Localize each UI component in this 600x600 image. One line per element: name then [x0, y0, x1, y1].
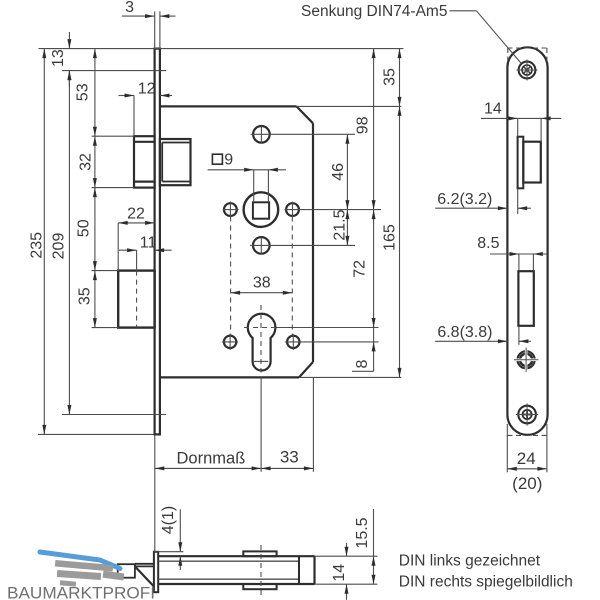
svg-text:209: 209 [50, 233, 67, 260]
svg-text:6.8(3.8): 6.8(3.8) [437, 324, 492, 341]
svg-text:6.2(3.2): 6.2(3.2) [437, 191, 492, 208]
svg-text:DIN links gezeichnet: DIN links gezeichnet [399, 553, 541, 570]
svg-text:22: 22 [127, 205, 145, 222]
svg-text:13: 13 [50, 49, 67, 67]
svg-text:9: 9 [224, 152, 233, 169]
svg-text:72: 72 [352, 260, 369, 278]
svg-text:53: 53 [75, 83, 92, 101]
svg-text:BAUMARKTPROFI: BAUMARKTPROFI [7, 584, 155, 600]
svg-text:50: 50 [76, 219, 93, 237]
svg-text:(20): (20) [512, 474, 542, 493]
svg-text:14: 14 [484, 101, 502, 118]
svg-text:12: 12 [138, 81, 156, 98]
svg-text:DIN rechts spiegelbildlich: DIN rechts spiegelbildlich [399, 574, 573, 591]
svg-text:38: 38 [253, 275, 271, 292]
svg-text:98: 98 [355, 116, 372, 134]
svg-text:15.5: 15.5 [354, 517, 371, 548]
svg-text:4(1): 4(1) [160, 506, 177, 534]
svg-text:21.5: 21.5 [331, 209, 348, 240]
svg-text:8: 8 [354, 360, 371, 369]
svg-text:Senkung DIN74-Am5: Senkung DIN74-Am5 [301, 3, 447, 20]
svg-text:14: 14 [331, 564, 348, 582]
svg-text:24: 24 [517, 449, 536, 468]
svg-text:3: 3 [125, 0, 134, 16]
svg-text:8.5: 8.5 [477, 235, 499, 252]
svg-text:11: 11 [140, 234, 157, 251]
svg-text:235: 235 [28, 232, 45, 259]
svg-text:33: 33 [280, 448, 299, 467]
svg-text:Dornmaß: Dornmaß [177, 449, 246, 467]
svg-text:165: 165 [382, 224, 399, 251]
svg-text:35: 35 [382, 68, 399, 86]
svg-text:46: 46 [330, 163, 347, 181]
svg-text:32: 32 [77, 153, 94, 171]
svg-text:35: 35 [76, 287, 93, 305]
